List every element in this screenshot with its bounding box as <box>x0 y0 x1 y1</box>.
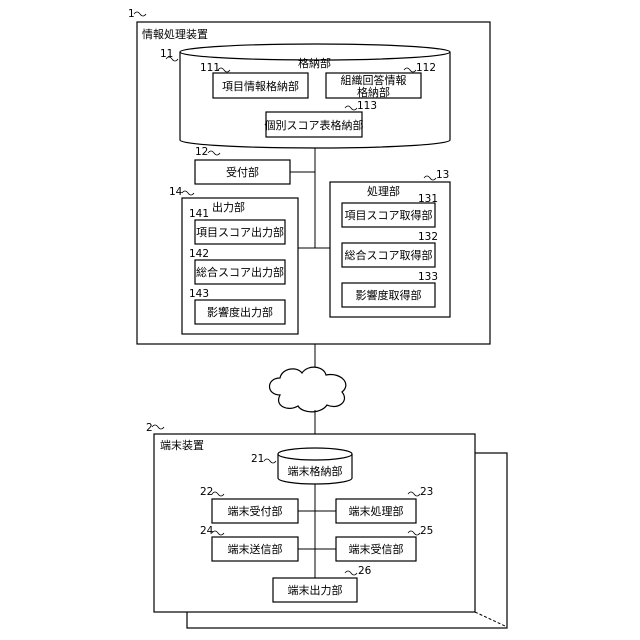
receiver-label: 受付部 <box>226 165 259 179</box>
org-answer-storage-line2: 格納部 <box>357 85 390 99</box>
terminal-processor-ref: 23 <box>420 486 433 498</box>
terminal-sender-ref: 24 <box>200 525 214 537</box>
terminal-title: 端末装置 <box>160 438 204 452</box>
terminal-storage-ref: 21 <box>251 453 264 465</box>
org-answer-storage-ref: 112 <box>416 62 436 74</box>
server-title: 情報処理装置 <box>142 28 208 41</box>
output-title: 出力部 <box>212 200 245 214</box>
terminal-receiver-ref: 22 <box>200 486 213 498</box>
terminal-sender-label: 端末送信部 <box>228 542 283 556</box>
terminal-receiver-label: 端末受付部 <box>228 504 283 518</box>
item-score-output-ref: 141 <box>189 208 209 220</box>
item-score-get-label: 項目スコア取得部 <box>345 208 433 222</box>
terminal-recv-ref: 25 <box>420 525 433 537</box>
total-score-output-label: 総合スコア出力部 <box>196 265 284 279</box>
influence-output-ref: 143 <box>189 288 209 300</box>
item-info-storage-label: 項目情報格納部 <box>222 79 299 93</box>
influence-get-label: 影響度取得部 <box>356 288 422 302</box>
processor-title: 処理部 <box>367 184 400 198</box>
output-ref: 14 <box>169 186 183 198</box>
org-answer-storage-line1: 組織回答情報 <box>341 73 407 87</box>
processor-unit: 13 処理部 131 項目スコア取得部 132 総合スコア取得部 133 影響度… <box>330 169 450 317</box>
receiver-ref: 12 <box>195 146 208 158</box>
terminal-storage-label: 端末格納部 <box>288 464 343 478</box>
total-score-get-ref: 132 <box>418 231 438 243</box>
terminal-recv-label: 端末受信部 <box>349 542 404 556</box>
item-info-storage-ref: 111 <box>200 62 220 74</box>
total-score-get-label: 総合スコア取得部 <box>345 248 433 262</box>
terminal-output-label: 端末出力部 <box>288 583 343 597</box>
item-score-output-label: 項目スコア出力部 <box>196 225 284 239</box>
total-score-output-ref: 142 <box>189 248 209 260</box>
output-unit: 14 出力部 141 項目スコア出力部 142 総合スコア出力部 143 影響度… <box>169 186 298 334</box>
terminal-output-ref: 26 <box>358 565 372 577</box>
storage-unit: 11 格納部 項目情報格納部 111 組織回答情報 格納部 112 個別スコア表… <box>160 44 450 148</box>
influence-output-label: 影響度出力部 <box>207 305 273 319</box>
storage-title: 格納部 <box>298 56 331 70</box>
server-ref: 1 <box>128 8 135 20</box>
terminal-processor-label: 端末処理部 <box>349 504 404 518</box>
individual-score-storage-label: 個別スコア表格納部 <box>265 118 364 132</box>
individual-score-storage-ref: 113 <box>357 100 377 112</box>
processor-ref: 13 <box>436 169 449 181</box>
influence-get-ref: 133 <box>418 271 438 283</box>
terminal-ref: 2 <box>146 422 153 434</box>
